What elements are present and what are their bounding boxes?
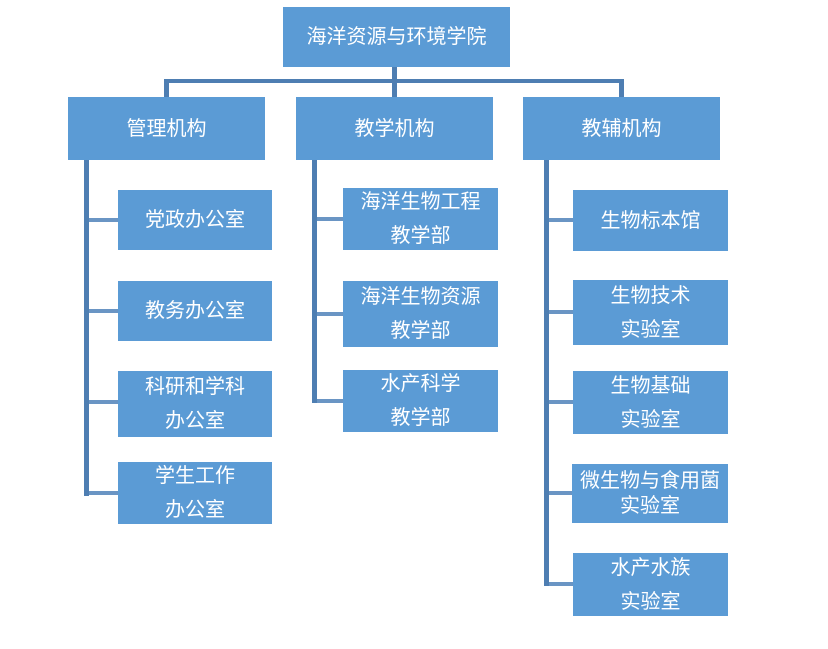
org-node-label: 办公室 (165, 410, 225, 432)
org-node-label: 教务办公室 (145, 300, 245, 322)
connector-stub (89, 400, 118, 404)
org-node-label: 实验室 (620, 408, 681, 431)
connector-root-drop (392, 66, 397, 81)
org-node-label: 海洋生物资源 (360, 286, 481, 308)
connector-stub (549, 400, 573, 404)
org-node-label: 实验室 (620, 318, 681, 341)
org-child-node: 海洋生物资源 教学部 (343, 281, 498, 347)
org-node-branch-management: 管理机构 (68, 97, 265, 160)
org-node-label: 水产水族 (610, 556, 691, 579)
org-node-label: 教学机构 (354, 117, 435, 140)
org-node-label: 实验室 (620, 590, 681, 613)
org-node-label: 微生物与食用菌 (580, 469, 720, 492)
org-node-label: 海洋资源与环境学院 (306, 26, 487, 48)
org-child-node: 海洋生物工程 教学部 (343, 188, 498, 250)
org-child-node: 党政办公室 (118, 190, 272, 250)
org-child-node: 水产科学 教学部 (343, 370, 498, 432)
org-node-label: 教辅机构 (581, 117, 662, 140)
org-node-root: 海洋资源与环境学院 (283, 7, 510, 67)
org-child-node: 学生工作 办公室 (118, 462, 272, 524)
org-child-node: 生物技术 实验室 (573, 280, 728, 345)
connector-stub (549, 310, 573, 314)
org-node-label: 管理机构 (126, 117, 207, 140)
org-node-label: 教学部 (390, 407, 451, 429)
org-child-node: 教务办公室 (118, 281, 272, 341)
connector-stub (89, 218, 118, 222)
connector-trunk-middle (312, 160, 317, 403)
connector-branch-drop-right (619, 79, 624, 97)
org-node-label: 生物基础 (610, 374, 691, 397)
connector-stub (549, 491, 573, 495)
org-node-label: 党政办公室 (145, 209, 245, 231)
org-child-node: 水产水族 实验室 (573, 553, 728, 616)
connector-trunk-left (84, 160, 89, 496)
org-node-label: 水产科学 (380, 373, 461, 395)
org-node-label: 生物标本馆 (600, 209, 701, 232)
connector-stub (549, 582, 573, 586)
org-node-label: 实验室 (620, 494, 680, 517)
org-node-branch-teaching: 教学机构 (296, 97, 493, 160)
connector-stub (317, 399, 343, 403)
org-child-node: 微生物与食用菌 实验室 (572, 464, 728, 523)
org-node-label: 教学部 (390, 225, 451, 247)
connector-stub (317, 312, 343, 316)
org-child-node: 生物标本馆 (573, 190, 728, 251)
org-node-label: 办公室 (165, 499, 225, 521)
org-node-label: 生物技术 (610, 284, 691, 307)
connector-branch-drop-left (164, 79, 169, 97)
org-child-node: 科研和学科 办公室 (118, 371, 272, 437)
connector-branch-drop-middle (392, 79, 397, 97)
org-node-label: 海洋生物工程 (360, 191, 481, 213)
connector-stub (89, 491, 118, 495)
org-node-label: 科研和学科 (145, 376, 245, 398)
connector-stub (89, 309, 118, 313)
org-node-branch-support: 教辅机构 (523, 97, 720, 160)
connector-stub (317, 217, 343, 221)
connector-stub (549, 218, 573, 222)
org-child-node: 生物基础 实验室 (573, 371, 728, 434)
connector-trunk-right (544, 160, 549, 586)
org-node-label: 教学部 (390, 320, 451, 342)
org-node-label: 学生工作 (155, 465, 235, 487)
